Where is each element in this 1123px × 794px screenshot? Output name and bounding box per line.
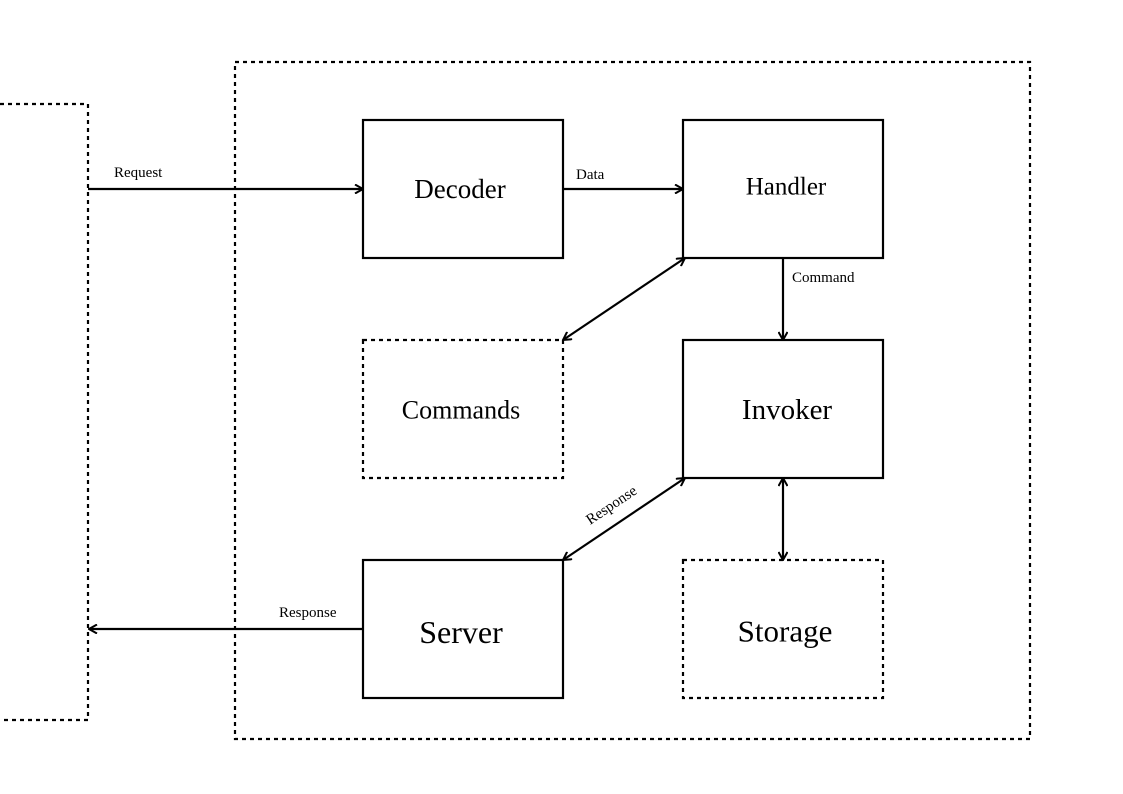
invoker-label: Invoker [742, 394, 833, 426]
handler-commands-arrow [563, 258, 685, 340]
system-boundary [233, 60, 1032, 741]
commands-node: Commands [361, 338, 565, 480]
commands-label: Commands [402, 396, 520, 425]
command-label: Command [792, 270, 855, 286]
client-boundary [0, 102, 90, 722]
handler-label: Handler [746, 174, 827, 201]
request-label: Request [114, 165, 163, 181]
handler-node: Handler [681, 118, 885, 260]
response-invoker-server-label: Response [583, 483, 640, 529]
server-node: Server [361, 558, 565, 700]
decoder-node: Decoder [361, 118, 565, 260]
invoker-node: Invoker [681, 338, 885, 480]
storage-label: Storage [738, 614, 833, 649]
server-label: Server [419, 614, 503, 650]
invoker-server-arrow [563, 478, 685, 560]
data-label: Data [576, 167, 605, 183]
storage-node: Storage [681, 558, 885, 700]
response-server-client-label: Response [279, 605, 337, 621]
decoder-label: Decoder [414, 174, 505, 204]
